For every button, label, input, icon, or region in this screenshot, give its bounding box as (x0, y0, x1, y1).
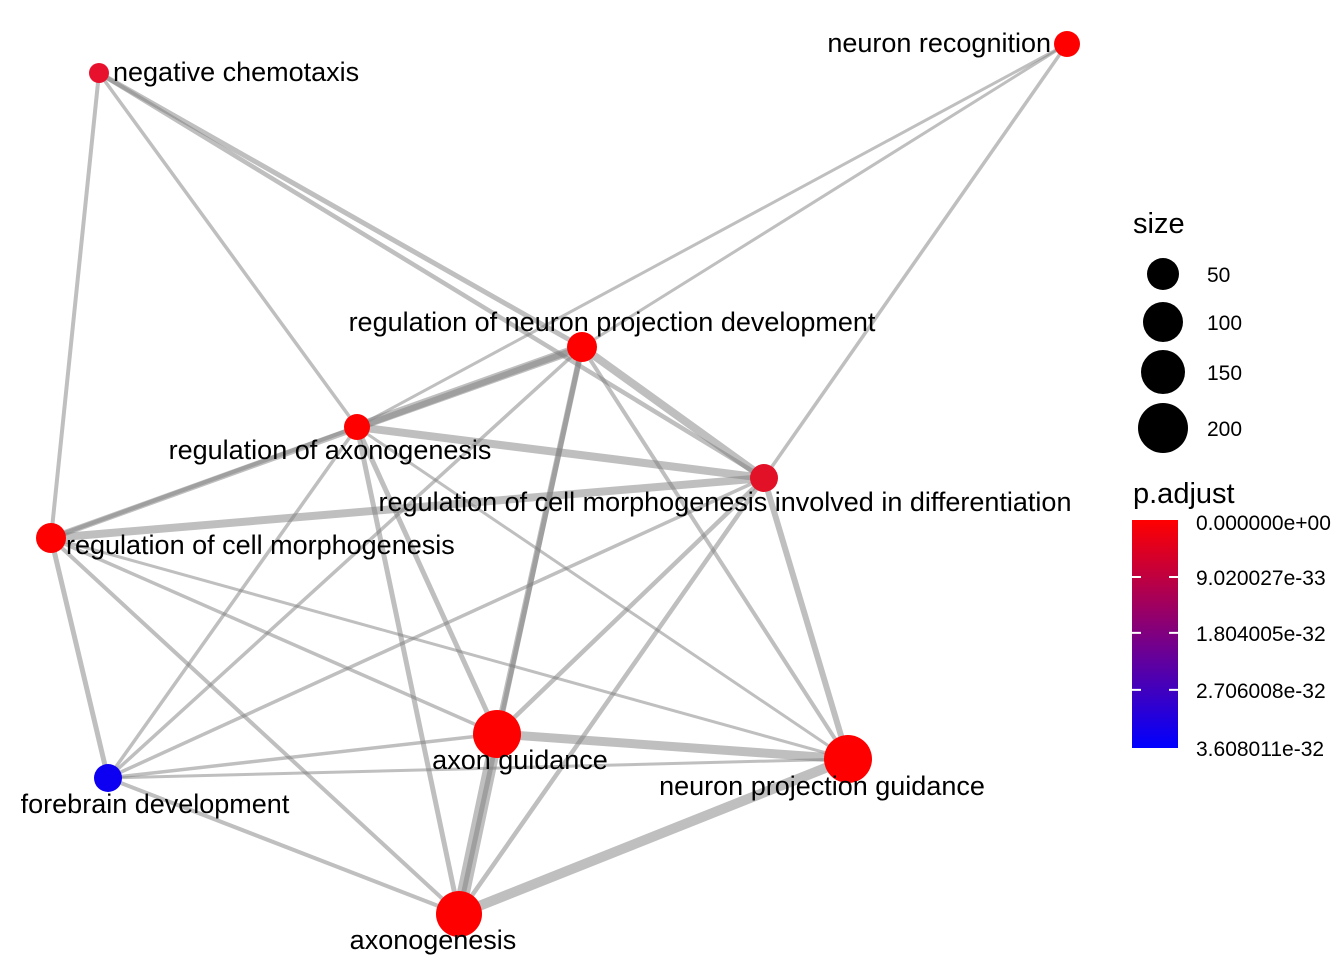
node-label-reg_axonogenesis: regulation of axonogenesis (169, 435, 492, 465)
node-label-neuron_recognition: neuron recognition (827, 28, 1051, 58)
node-label-reg_cell_morphogenesis: regulation of cell morphogenesis (66, 530, 455, 560)
node-label-axon_guidance: axon guidance (432, 745, 608, 775)
padjust-label-4: 3.608011e-32 (1196, 738, 1324, 761)
edge-reg_cell_morph_diff--axon_guidance (495, 476, 766, 736)
padjust-colorbar (1132, 520, 1178, 748)
edge-forebrain_development--axonogenesis (107, 776, 460, 916)
edge-reg_neuron_projection_dev--forebrain_development (106, 345, 584, 780)
size-legend-title: size (1133, 208, 1185, 240)
edge-negative_chemotaxis--reg_axonogenesis (97, 71, 359, 429)
node-label-forebrain_development: forebrain development (21, 789, 290, 819)
padjust-legend-title: p.adjust (1133, 478, 1235, 510)
edge-reg_axonogenesis--reg_cell_morph_diff (356, 423, 765, 482)
edge-neuron_recognition--reg_axonogenesis (356, 42, 1068, 429)
edge-negative_chemotaxis--reg_cell_morphogenesis (49, 72, 101, 539)
edge-reg_neuron_projection_dev--reg_cell_morph_diff (579, 343, 767, 482)
edge-reg_axonogenesis--reg_cell_morphogenesis (50, 425, 358, 540)
edge-forebrain_development--neuron_projection_guidance (107, 757, 849, 780)
size-legend: size 50 100 150 200 (1133, 208, 1242, 453)
edge-axon_guidance--axonogenesis (452, 732, 504, 916)
edge-reg_cell_morphogenesis--axon_guidance (50, 536, 498, 736)
size-legend-dot-100 (1143, 302, 1183, 342)
padjust-colorbar-ticks (1132, 576, 1178, 691)
edge-negative_chemotaxis--reg_cell_morph_diff (97, 71, 766, 480)
edge-neuron_recognition--reg_cell_morph_diff (762, 42, 1069, 480)
edge-reg_cell_morph_diff--forebrain_development (107, 476, 765, 780)
padjust-label-1: 9.020027e-33 (1196, 567, 1326, 590)
edge-reg_axonogenesis--axon_guidance (354, 425, 500, 736)
edge-negative_chemotaxis--reg_neuron_projection_dev (97, 70, 584, 350)
edge-reg_neuron_projection_dev--neuron_projection_guidance (580, 345, 850, 761)
node-layer (36, 31, 1080, 937)
node-axonogenesis (436, 891, 482, 937)
size-legend-label-200: 200 (1207, 418, 1242, 441)
node-label-negative_chemotaxis: negative chemotaxis (113, 57, 359, 87)
edge-reg_axonogenesis--forebrain_development (106, 425, 359, 780)
node-reg_neuron_projection_dev (567, 332, 597, 362)
node-negative_chemotaxis (89, 63, 109, 83)
edge-axon_guidance--neuron_projection_guidance (496, 729, 849, 764)
node-label-layer: negative chemotaxis neuron recognition reg… (21, 28, 1072, 955)
edge-layer (48, 42, 1069, 919)
node-reg_axonogenesis (344, 414, 370, 440)
node-label-axonogenesis: axonogenesis (350, 925, 517, 955)
node-label-reg_cell_morph_diff: regulation of cell morphogenesis involve… (379, 487, 1072, 517)
edge-reg_cell_morphogenesis--forebrain_development (48, 537, 111, 779)
node-label-neuron_projection_guidance: neuron projection guidance (659, 771, 985, 801)
edge-reg_axonogenesis--neuron_projection_guidance (356, 425, 849, 761)
node-axon_guidance (473, 710, 521, 758)
edge-neuron_projection_guidance--axonogenesis (457, 754, 850, 919)
node-reg_cell_morphogenesis (36, 523, 66, 553)
edge-neuron_recognition--reg_neuron_projection_dev (581, 42, 1068, 349)
edge-reg_cell_morph_diff--axonogenesis (457, 476, 766, 916)
size-legend-dot-50 (1147, 258, 1179, 290)
size-legend-dot-200 (1138, 403, 1188, 453)
size-legend-label-50: 50 (1207, 264, 1230, 287)
edge-reg_cell_morphogenesis--axonogenesis (49, 536, 461, 916)
size-legend-dot-150 (1141, 350, 1185, 394)
node-neuron_projection_guidance (824, 735, 872, 783)
size-legend-label-100: 100 (1207, 312, 1242, 335)
node-label-reg_neuron_projection_dev: regulation of neuron projection developm… (349, 307, 876, 337)
node-forebrain_development (94, 764, 122, 792)
padjust-legend: p.adjust 0.000000e+00 9.020027e-33 1.80400… (1132, 478, 1331, 761)
node-neuron_recognition (1054, 31, 1080, 57)
padjust-colorbar-labels: 0.000000e+00 9.020027e-33 1.804005e-32 2.70… (1196, 512, 1331, 761)
padjust-label-3: 2.706008e-32 (1196, 680, 1326, 703)
padjust-label-2: 1.804005e-32 (1196, 623, 1326, 646)
edge-reg_cell_morph_diff--reg_cell_morphogenesis (50, 474, 765, 542)
edge-reg_cell_morph_diff--neuron_projection_guidance (761, 477, 851, 760)
size-legend-label-150: 150 (1207, 362, 1242, 385)
node-reg_cell_morph_diff (750, 464, 778, 492)
edge-forebrain_development--axon_guidance (107, 732, 498, 780)
padjust-label-0: 0.000000e+00 (1196, 512, 1331, 535)
edge-reg_cell_morphogenesis--neuron_projection_guidance (50, 536, 849, 761)
